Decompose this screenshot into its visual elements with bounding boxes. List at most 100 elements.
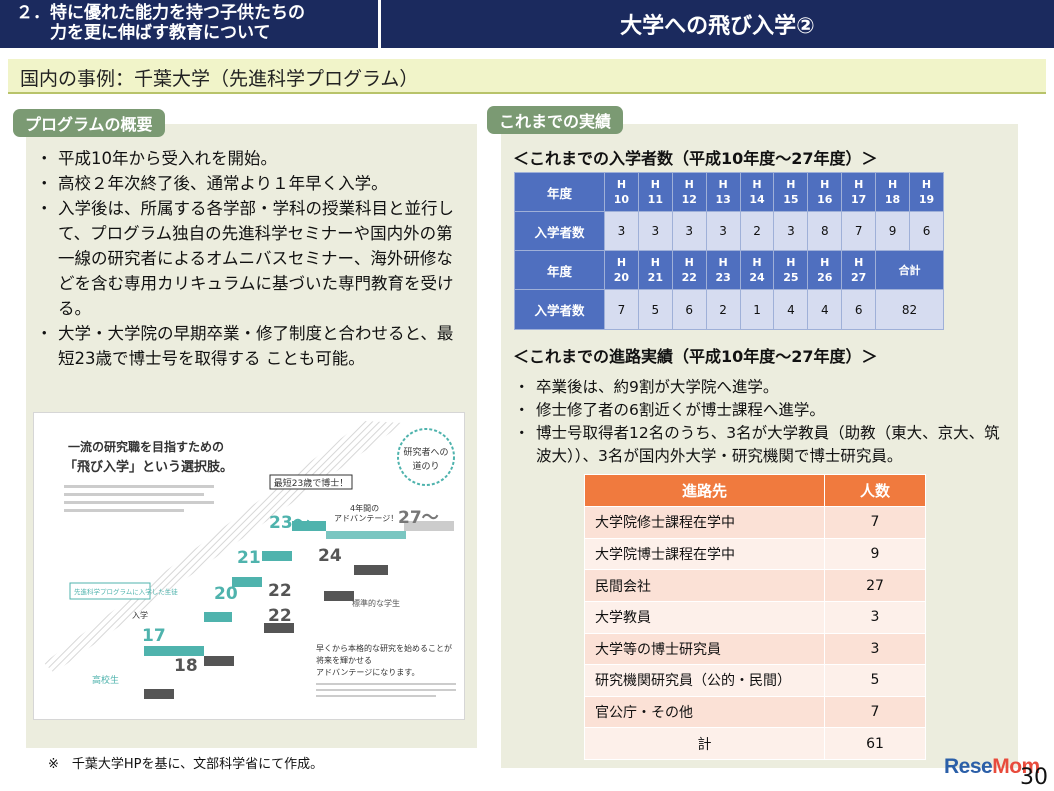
list-item: ・高校２年次終了後、通常より１年早く入学。: [36, 174, 388, 193]
footnote: ※ 千葉大学HPを基に、文部科学省にて作成。: [48, 757, 324, 772]
list-item: ・博士号取得者12名のうち、3名が大学教員（助教（東大、京大、筑波大））、3名が…: [514, 424, 1000, 465]
header-left-line2: 力を更に伸ばす教育について: [50, 23, 271, 43]
table-row: 民間会社 27: [584, 569, 926, 602]
age-22-a: 22: [268, 581, 292, 601]
career-header-count: 人数: [824, 474, 926, 507]
advantage-line2: アドバンテージ！: [334, 514, 398, 523]
results-tag: これまでの実績: [487, 106, 624, 134]
illus-footer-filler: [316, 683, 456, 697]
age-21: 21: [237, 548, 261, 568]
count-cell: 8: [807, 211, 843, 251]
count-cell: 5: [637, 289, 673, 330]
count-cell: 3: [671, 211, 707, 251]
table-row-total: 計 61: [584, 727, 926, 760]
table-row: 官公庁・その他 7: [584, 695, 926, 729]
count-cell: 6: [909, 211, 944, 251]
enter-label: 入学: [132, 610, 148, 620]
count-cell: 1: [739, 289, 775, 330]
program-student-label: 先進科学プログラムに入学した生徒: [74, 587, 178, 596]
header-left-line1: ２．特に優れた能力を持つ子供たちの: [16, 3, 305, 23]
total-label-cell: 合計: [875, 250, 944, 290]
program-overview-tag: プログラムの概要: [13, 109, 165, 137]
illus-headline-1: 一流の研究職を目指すための: [68, 439, 224, 454]
callout-box: [269, 474, 353, 490]
age-20: 20: [214, 584, 238, 604]
table-row: 大学院修士課程在学中 7: [584, 506, 926, 539]
age-17: 17: [142, 626, 166, 646]
row-label-count: 入学者数: [514, 211, 605, 251]
count-cell: 3: [604, 211, 639, 251]
list-item: ・卒業後は、約9割が大学院へ進学。: [514, 378, 779, 396]
count-cell: 3: [637, 211, 673, 251]
pathway-illustration: 一流の研究職を目指すための 「飛び入学」という選択肢。 研究者への 道のり: [33, 412, 465, 720]
list-item: ・修士修了者の6割近くが博士課程へ進学。: [514, 401, 825, 419]
program-bullets: ・平成10年から受入れを開始。 ・高校２年次終了後、通常より１年早く入学。 ・入…: [36, 146, 468, 371]
illus-headline-2: 「飛び入学」という選択肢。: [64, 459, 233, 475]
list-item: ・入学後は、所属する各学部・学科の授業科目と並行して、プログラム独自の先進科学セ…: [36, 199, 454, 318]
illus-footer-3: アドバンテージになります。: [316, 668, 419, 677]
stairs-diagram: 一流の研究職を目指すための 「飛び入学」という選択肢。 研究者への 道のり: [44, 421, 456, 699]
list-item: ・大学・大学院の早期卒業・修了制度と合わせると、最短23歳で博士号を取得する こ…: [36, 324, 454, 368]
age-23: 23～: [269, 513, 310, 533]
age-22-b: 22: [268, 606, 292, 626]
count-cell: 9: [875, 211, 911, 251]
count-cell: 7: [841, 211, 877, 251]
page-number: 30: [1020, 765, 1048, 790]
program-student-label-box: [69, 582, 151, 600]
diagonal-band: [44, 421, 404, 673]
header-left: ２．特に優れた能力を持つ子供たちの 力を更に伸ばす教育について: [0, 0, 378, 48]
students-heading: ＜これまでの入学者数（平成10年度～27年度）＞: [513, 149, 878, 168]
illus-filler-text: [64, 485, 214, 512]
callout-text: 最短23歳で博士！: [274, 477, 348, 489]
count-cell: 7: [604, 289, 639, 330]
row-label-year: 年度: [514, 172, 605, 212]
normal-stairs: [144, 565, 388, 699]
advantage-line1: 4年間の: [350, 503, 379, 513]
count-cell: 3: [773, 211, 809, 251]
table-row: 大学教員 3: [584, 600, 926, 634]
illus-footer-1: 早くから本格的な研究を始めることが: [316, 643, 452, 653]
age-27: 27～: [398, 508, 439, 528]
career-table: 進路先 人数 大学院修士課程在学中 7 大学院博士課程在学中 9 民間会社 27…: [584, 474, 926, 760]
count-cell: 4: [807, 289, 843, 330]
badge-line1: 研究者への: [403, 446, 448, 458]
count-cell: 2: [739, 211, 775, 251]
list-item: ・平成10年から受入れを開始。: [36, 149, 277, 168]
highschool-label: 高校生: [92, 674, 119, 686]
table-row: 大学等の博士研究員 3: [584, 632, 926, 666]
program-stairs: [144, 521, 454, 656]
career-bullets: ・卒業後は、約9割が大学院へ進学。 ・修士修了者の6割近くが博士課程へ進学。 ・…: [514, 376, 1014, 468]
count-cell: 4: [773, 289, 809, 330]
count-cell: 3: [705, 211, 741, 251]
age-24: 24: [318, 546, 342, 566]
page-title: 大学への飛び入学②: [381, 0, 1054, 48]
count-cell: 2: [705, 289, 741, 330]
badge-line2: 道のり: [412, 460, 439, 472]
table-row: 研究機関研究員（公的・民間） 5: [584, 664, 926, 697]
age-18: 18: [174, 656, 198, 676]
illus-footer-2: 将来を輝かせる: [316, 655, 372, 665]
roadmap-badge: [397, 428, 455, 486]
count-cell: 6: [841, 289, 877, 330]
career-heading: ＜これまでの進路実績（平成10年度～27年度）＞: [513, 347, 878, 366]
normal-student-label: 標準的な学生: [352, 598, 400, 608]
